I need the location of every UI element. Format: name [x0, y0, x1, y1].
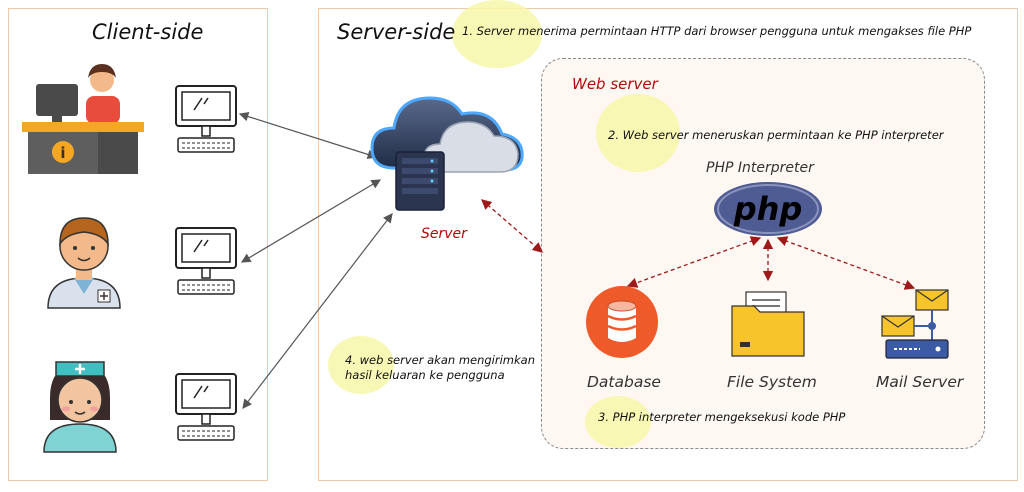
step-3-text: 3. PHP interpreter mengeksekusi kode PHP [598, 410, 846, 424]
desktop-computer-icon [175, 227, 237, 295]
desktop-computer-icon [175, 373, 237, 441]
mail-server-icon [881, 289, 949, 359]
highlight-step-2-overlay [596, 94, 680, 172]
arrow-php-database [626, 236, 762, 288]
web-server-label: Web server [572, 75, 658, 93]
php-logo-text: php [733, 190, 803, 228]
server-side-title: Server-side [337, 20, 456, 44]
step-1-text: 1. Server menerima permintaan HTTP dari … [462, 24, 972, 38]
php-logo-icon: php [714, 182, 822, 236]
arrow-client1-server [238, 111, 378, 160]
arrow-server-webserver [481, 199, 543, 253]
folder-icon [731, 291, 805, 357]
highlight-step-1 [452, 0, 542, 68]
database-icon [586, 286, 658, 358]
arrow-client2-server [240, 179, 382, 263]
nurse-icon [43, 361, 117, 453]
svg-text:i: i [60, 144, 65, 162]
step-2-text: 2. Web server meneruskan permintaan ke P… [608, 128, 944, 142]
desktop-computer-icon [175, 85, 237, 153]
arrow-php-mailserver [776, 236, 916, 290]
php-interpreter-label: PHP Interpreter [706, 160, 814, 176]
mail-server-label: Mail Server [876, 373, 964, 391]
client-side-title: Client-side [92, 20, 204, 44]
doctor-icon [47, 217, 121, 309]
receptionist-icon: i [22, 64, 144, 174]
arrow-client3-server [242, 213, 393, 409]
highlight-step-3-overlay [585, 396, 651, 448]
file-system-label: File System [727, 373, 817, 391]
cloud-server-icon [370, 96, 524, 211]
database-label: Database [587, 373, 661, 391]
server-label: Server [421, 226, 467, 242]
